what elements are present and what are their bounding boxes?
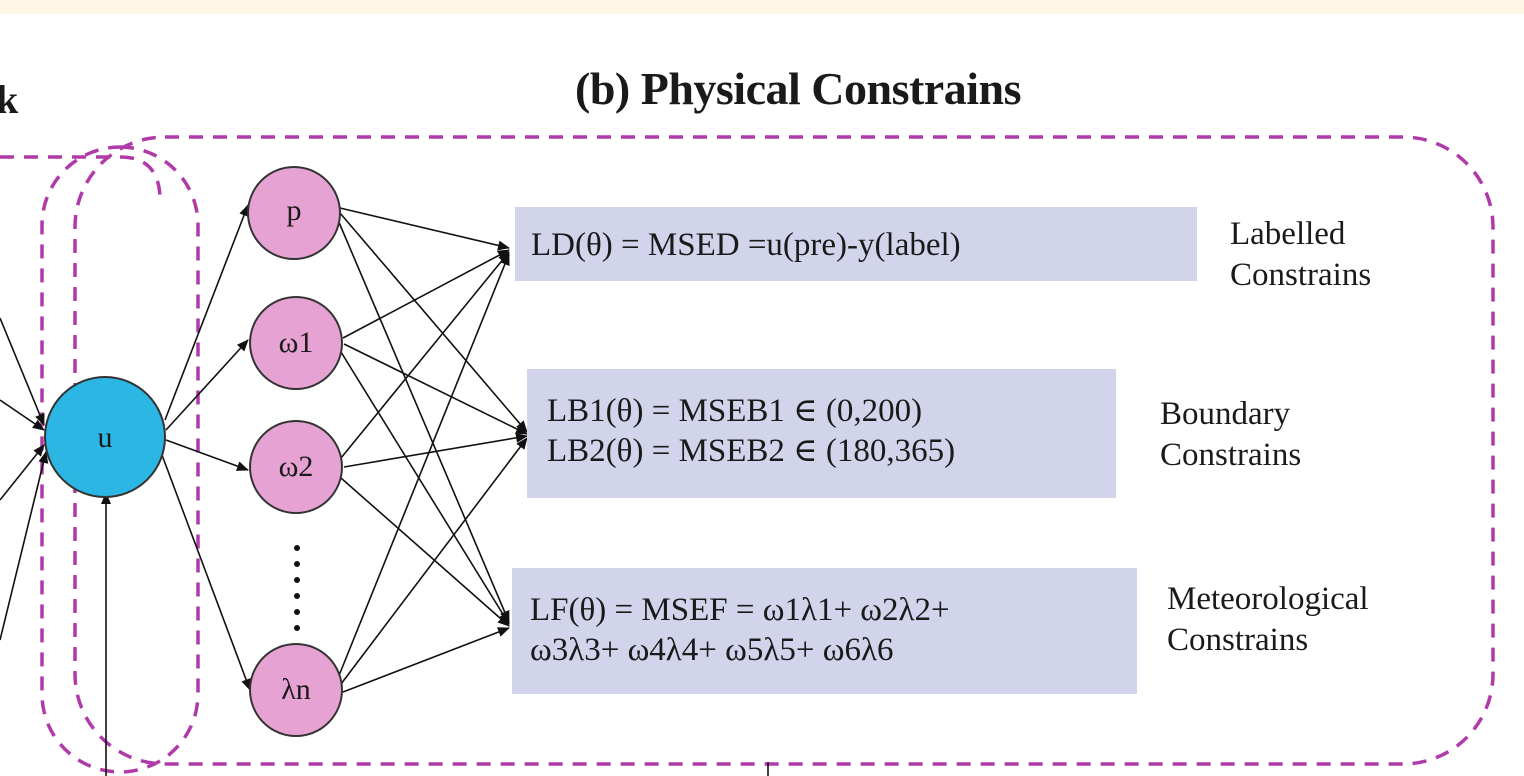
u-node xyxy=(44,376,166,498)
meteorological-constraint-note: Meteorological Constrains xyxy=(1167,579,1369,661)
input-edge-3 xyxy=(0,444,45,501)
boundary-constraint-formula-1: LB1(θ) = MSEB1 ∈ (0,200) xyxy=(547,393,923,429)
meteorological-constraint-note-line2: Constrains xyxy=(1167,622,1309,658)
boundary-constraint-note: Boundary Constrains xyxy=(1160,394,1301,476)
cropped-title-fragment: k xyxy=(0,77,19,122)
output-node-ln xyxy=(249,643,343,737)
u-node-label: u xyxy=(97,421,113,454)
labelled-constraint-note-line2: Constrains xyxy=(1230,257,1372,293)
output-node-p-label: p xyxy=(286,194,302,227)
meteorological-constraint-note-line1: Meteorological xyxy=(1167,581,1369,617)
edge-u-ln xyxy=(161,454,251,691)
boundary-constraint-box: LB1(θ) = MSEB1 ∈ (0,200) LB2(θ) = MSEB2 … xyxy=(527,369,1116,498)
edge-u-w2 xyxy=(165,439,249,471)
output-node-ln-label: λn xyxy=(281,673,311,706)
ellipsis-dots xyxy=(294,545,300,631)
meteorological-constraint-box: LF(θ) = MSEF = ω1λ1+ ω2λ2+ ω3λ3+ ω4λ4+ ω… xyxy=(512,568,1137,694)
boundary-constraint-note-line1: Boundary xyxy=(1160,396,1291,432)
output-node-p xyxy=(247,166,341,260)
top-strip xyxy=(0,0,1524,14)
boundary-constraint-note-line2: Constrains xyxy=(1160,437,1302,473)
output-node-w2-label: ω2 xyxy=(278,450,314,483)
meteorological-constraint-formula-2: ω3λ3+ ω4λ4+ ω5λ5+ ω6λ6 xyxy=(530,632,894,668)
boundary-constraint-formula-2: LB2(θ) = MSEB2 ∈ (180,365) xyxy=(547,433,956,469)
u-dashed-frame xyxy=(40,145,200,774)
input-edge-2 xyxy=(0,399,45,431)
labelled-constraint-formula: LD(θ) = MSED =u(pre)-y(label) xyxy=(531,227,961,263)
output-node-w2 xyxy=(249,420,343,514)
diagram-title: (b) Physical Constrains xyxy=(575,63,1021,114)
output-node-w1 xyxy=(249,296,343,390)
input-edge-1 xyxy=(0,317,45,426)
labelled-constraint-box: LD(θ) = MSED =u(pre)-y(label) xyxy=(515,207,1197,281)
input-edge-4 xyxy=(0,451,49,641)
meteorological-constraint-formula-1: LF(θ) = MSEF = ω1λ1+ ω2λ2+ xyxy=(530,592,950,628)
edge-u-w1 xyxy=(165,339,249,431)
output-node-w1-label: ω1 xyxy=(278,326,314,359)
left-dashed-frame xyxy=(0,155,162,201)
labelled-constraint-note-line1: Labelled xyxy=(1230,216,1346,252)
labelled-constraint-note: Labelled Constrains xyxy=(1230,214,1371,296)
edge-u-p xyxy=(164,204,249,421)
output-to-constraint-edges xyxy=(337,207,528,693)
